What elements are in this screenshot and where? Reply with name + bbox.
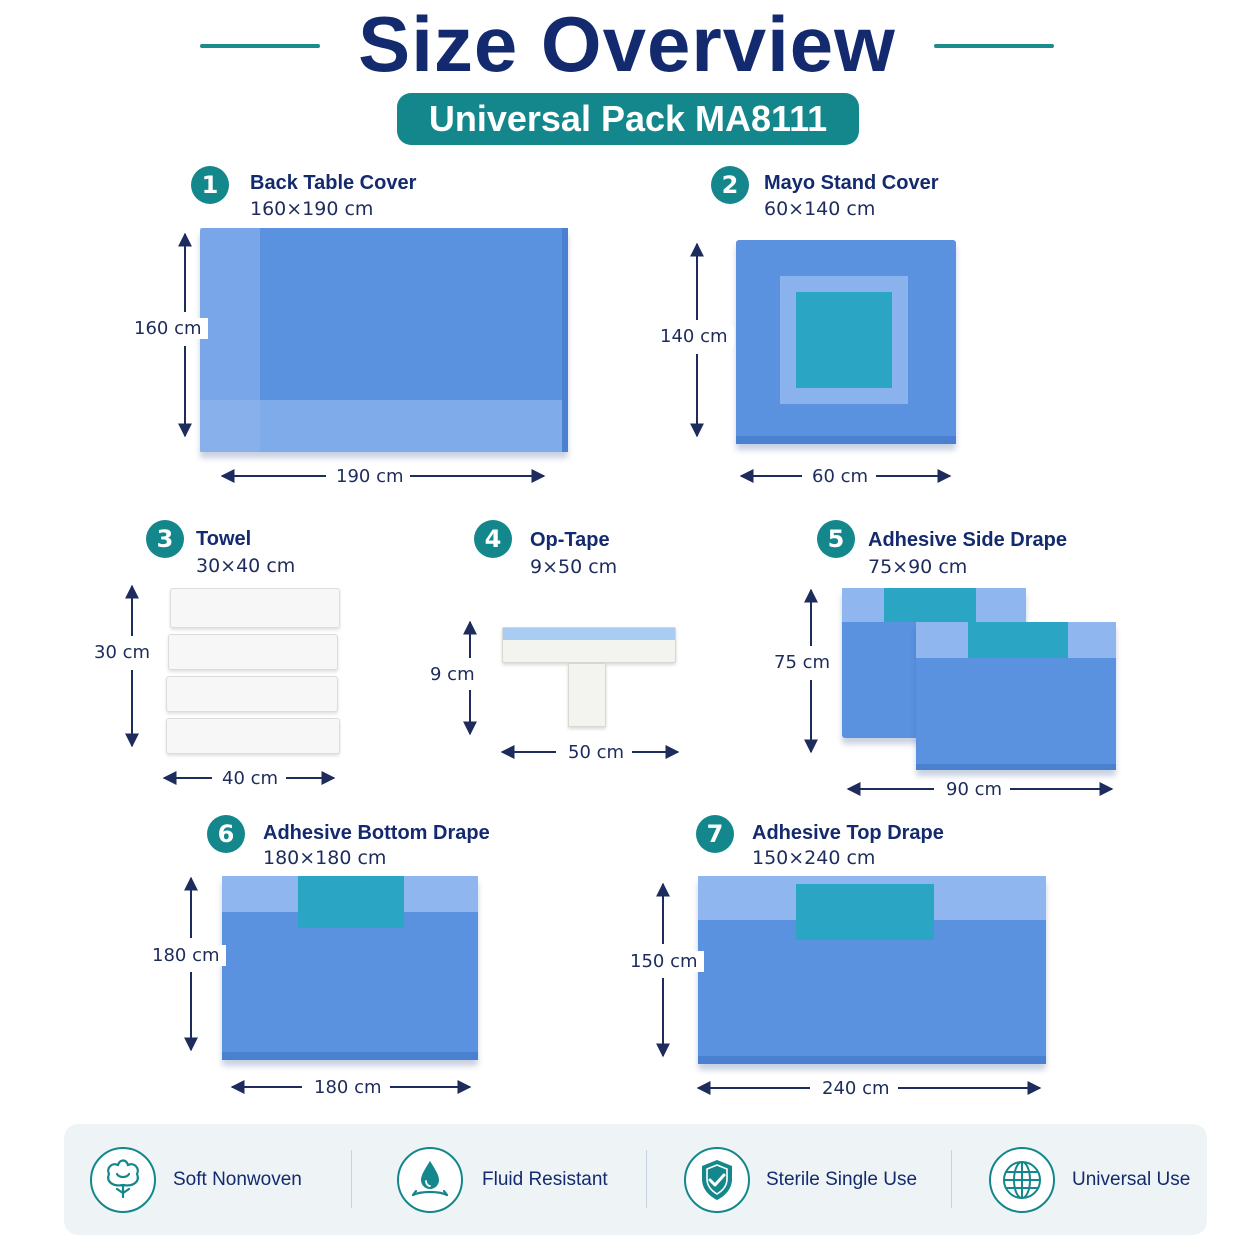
item-3-name: Towel <box>196 528 252 550</box>
feature-divider <box>351 1150 352 1208</box>
item-7-width-label: 240 cm <box>816 1078 896 1099</box>
item-5-height-label: 75 cm <box>768 652 837 673</box>
product-name-pill: Universal Pack MA8111 <box>397 93 859 145</box>
item-2-height-label: 140 cm <box>654 326 734 347</box>
item-1-badge: 1 <box>191 166 229 204</box>
item-5-name: Adhesive Side Drape <box>868 529 1067 551</box>
adhesive-bottom-drape-image <box>222 876 478 1060</box>
item-7-height-label: 150 cm <box>624 951 704 972</box>
water-drop-icon <box>397 1147 463 1213</box>
item-2-name: Mayo Stand Cover <box>764 172 939 194</box>
item-7-size: 150×240 cm <box>752 847 876 869</box>
shield-check-icon <box>684 1147 750 1213</box>
item-4-name: Op-Tape <box>530 529 610 551</box>
feature-fluid-resistant-label: Fluid Resistant <box>482 1169 608 1190</box>
item-5-width-label: 90 cm <box>940 779 1009 800</box>
adhesive-side-drape-image-front <box>916 622 1116 770</box>
item-2-badge: 2 <box>711 166 749 204</box>
item-3-height-label: 30 cm <box>88 642 157 663</box>
towel-stack-image <box>166 588 340 756</box>
cotton-flower-icon <box>90 1147 156 1213</box>
adhesive-top-drape-image <box>698 876 1046 1064</box>
item-2-width-label: 60 cm <box>806 466 875 487</box>
feature-soft-nonwoven-label: Soft Nonwoven <box>173 1169 302 1190</box>
item-6-size: 180×180 cm <box>263 847 387 869</box>
page-title: Size Overview <box>358 0 896 88</box>
item-4-width-label: 50 cm <box>562 742 631 763</box>
item-6-name: Adhesive Bottom Drape <box>263 822 490 844</box>
globe-icon <box>989 1147 1055 1213</box>
item-1-width-label: 190 cm <box>330 466 410 487</box>
title-right-line <box>934 44 1054 48</box>
title-left-line <box>200 44 320 48</box>
item-5-badge: 5 <box>817 520 855 558</box>
item-4-height-label: 9 cm <box>424 664 481 685</box>
item-6-width-label: 180 cm <box>308 1077 388 1098</box>
item-7-badge: 7 <box>696 815 734 853</box>
mayo-stand-cover-image <box>736 240 956 444</box>
back-table-cover-image <box>200 228 568 452</box>
item-3-width-label: 40 cm <box>216 768 285 789</box>
feature-divider <box>951 1150 952 1208</box>
feature-divider <box>646 1150 647 1208</box>
item-4-badge: 4 <box>474 520 512 558</box>
feature-sterile-single-use-label: Sterile Single Use <box>766 1169 918 1190</box>
op-tape-image <box>502 627 676 727</box>
item-1-size: 160×190 cm <box>250 198 374 220</box>
item-5-size: 75×90 cm <box>868 556 968 578</box>
feature-universal-use-label: Universal Use <box>1072 1169 1191 1190</box>
item-1-height-label: 160 cm <box>128 318 208 339</box>
item-3-badge: 3 <box>146 520 184 558</box>
item-2-size: 60×140 cm <box>764 198 876 220</box>
item-6-badge: 6 <box>207 815 245 853</box>
item-7-name: Adhesive Top Drape <box>752 822 944 844</box>
item-1-name: Back Table Cover <box>250 172 417 194</box>
item-4-size: 9×50 cm <box>530 556 618 578</box>
item-6-height-label: 180 cm <box>146 945 226 966</box>
item-3-size: 30×40 cm <box>196 555 296 577</box>
